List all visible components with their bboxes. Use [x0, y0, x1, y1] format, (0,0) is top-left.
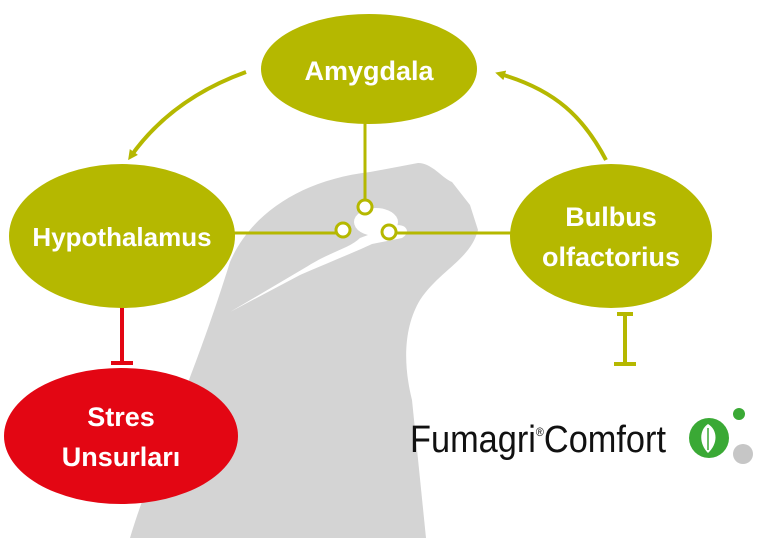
- logo-wordmark: Fumagri®Comfort: [410, 419, 666, 461]
- node-hypothalamus-label: Hypothalamus: [32, 222, 211, 252]
- node-bulbus-shape: [510, 164, 712, 308]
- node-stress: Stres Unsurları: [4, 368, 238, 504]
- node-bulbus-olfactorius: Bulbus olfactorius: [510, 164, 712, 308]
- node-stress-label-line1: Stres: [87, 402, 155, 432]
- fumagri-comfort-logo: Fumagri®Comfort: [410, 408, 753, 464]
- connector-node-top: [358, 200, 372, 214]
- node-amygdala-label: Amygdala: [304, 56, 434, 86]
- node-bulbus-label-line2: olfactorius: [542, 242, 680, 272]
- leaf-drop-icon: [689, 408, 753, 464]
- arrow-bulbus-to-amygdala: [500, 74, 606, 160]
- connector-node-right: [382, 225, 396, 239]
- node-hypothalamus: Hypothalamus: [9, 164, 235, 308]
- node-stress-shape: [4, 368, 238, 504]
- arrow-amygdala-to-hypothalamus: [131, 72, 246, 156]
- node-bulbus-label-line1: Bulbus: [565, 202, 657, 232]
- connector-node-left: [336, 223, 350, 237]
- node-stress-label-line2: Unsurları: [62, 442, 181, 472]
- node-amygdala: Amygdala: [261, 14, 477, 124]
